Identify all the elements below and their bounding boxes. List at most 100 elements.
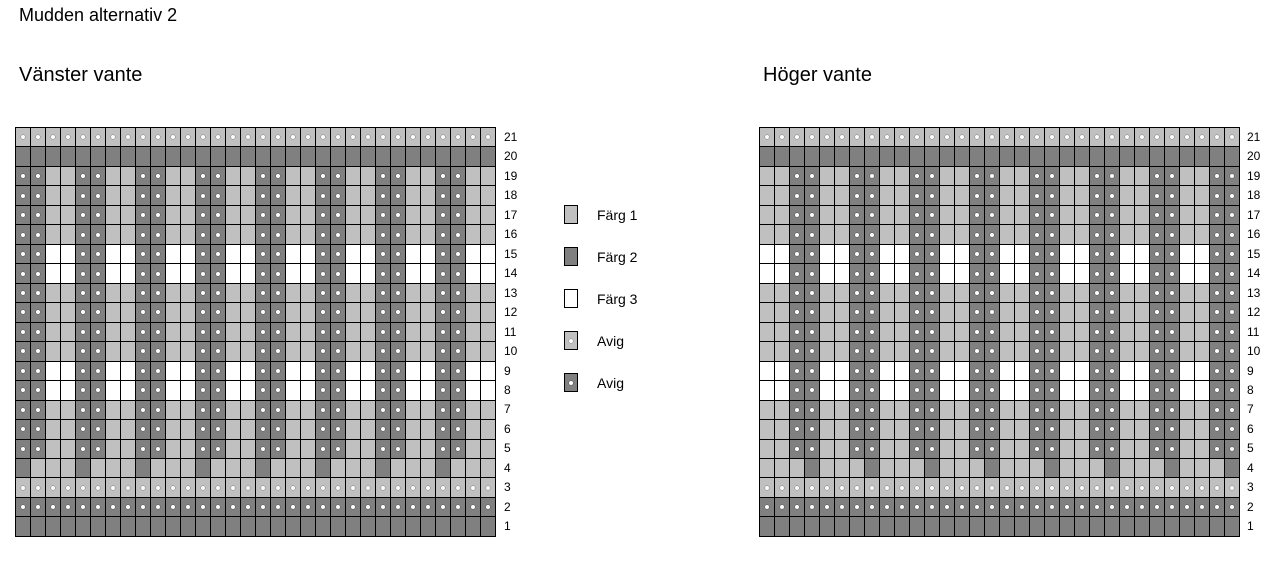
stitch-cell bbox=[451, 517, 466, 537]
purl-stitch-cell bbox=[301, 128, 316, 148]
purl-dot-icon bbox=[321, 174, 325, 179]
stitch-cell bbox=[181, 264, 196, 284]
stitch-cell bbox=[1135, 186, 1150, 206]
row-number: 19 bbox=[1247, 168, 1261, 183]
stitch-cell bbox=[1060, 420, 1075, 440]
purl-dot-icon bbox=[1095, 135, 1099, 140]
purl-stitch-cell bbox=[16, 478, 31, 498]
stitch-cell bbox=[46, 381, 61, 401]
stitch-cell bbox=[166, 225, 181, 245]
stitch-cell bbox=[1180, 244, 1195, 265]
stitch-cell bbox=[241, 244, 256, 265]
stitch-cell bbox=[1060, 303, 1075, 323]
stitch-cell bbox=[775, 400, 790, 421]
purl-dot-icon bbox=[321, 310, 325, 315]
purl-dot-icon bbox=[1095, 271, 1099, 276]
stitch-cell bbox=[850, 458, 865, 479]
purl-dot-icon bbox=[915, 174, 919, 179]
purl-dot-icon bbox=[156, 193, 160, 198]
purl-stitch-cell bbox=[1150, 166, 1165, 187]
purl-dot-icon bbox=[306, 135, 310, 140]
stitch-cell bbox=[1060, 322, 1075, 343]
purl-dot-icon bbox=[36, 368, 40, 373]
purl-stitch-cell bbox=[151, 439, 166, 459]
purl-stitch-cell bbox=[985, 244, 1000, 265]
stitch-cell bbox=[895, 283, 910, 304]
purl-stitch-cell bbox=[1090, 420, 1105, 440]
purl-stitch-cell bbox=[1030, 400, 1045, 421]
purl-dot-icon bbox=[291, 485, 295, 490]
stitch-cell bbox=[1015, 322, 1030, 343]
stitch-cell bbox=[106, 205, 121, 226]
stitch-cell bbox=[166, 517, 181, 537]
purl-stitch-cell bbox=[850, 497, 865, 518]
stitch-cell bbox=[760, 361, 775, 382]
stitch-cell bbox=[226, 400, 241, 421]
purl-dot-icon bbox=[975, 427, 979, 432]
stitch-cell bbox=[1060, 458, 1075, 479]
stitch-cell bbox=[106, 342, 121, 362]
purl-stitch-cell bbox=[805, 361, 820, 382]
stitch-cell bbox=[1060, 283, 1075, 304]
stitch-cell bbox=[1120, 147, 1135, 167]
purl-stitch-cell bbox=[1090, 497, 1105, 518]
stitch-cell bbox=[940, 303, 955, 323]
stitch-cell bbox=[481, 420, 496, 440]
purl-stitch-cell bbox=[436, 439, 451, 459]
row-number: 13 bbox=[1247, 285, 1261, 300]
purl-dot-icon bbox=[201, 213, 205, 218]
purl-dot-icon bbox=[1215, 427, 1219, 432]
purl-stitch-cell bbox=[211, 497, 226, 518]
stitch-cell bbox=[181, 205, 196, 226]
stitch-cell bbox=[820, 166, 835, 187]
purl-dot-icon bbox=[441, 485, 445, 490]
stitch-cell bbox=[256, 147, 271, 167]
stitch-cell bbox=[1000, 458, 1015, 479]
purl-stitch-cell bbox=[271, 186, 286, 206]
purl-stitch-cell bbox=[436, 205, 451, 226]
purl-stitch-cell bbox=[331, 264, 346, 284]
stitch-cell bbox=[820, 439, 835, 459]
purl-dot-icon bbox=[990, 135, 994, 140]
stitch-cell bbox=[940, 420, 955, 440]
purl-stitch-cell bbox=[970, 381, 985, 401]
purl-dot-icon bbox=[441, 446, 445, 451]
purl-dot-icon bbox=[1110, 505, 1114, 510]
purl-stitch-cell bbox=[421, 497, 436, 518]
row-number: 21 bbox=[1247, 129, 1261, 144]
stitch-cell bbox=[316, 458, 331, 479]
purl-stitch-cell bbox=[1165, 420, 1180, 440]
purl-dot-icon bbox=[915, 388, 919, 393]
purl-stitch-cell bbox=[256, 361, 271, 382]
row-number: 16 bbox=[504, 227, 518, 242]
purl-stitch-cell bbox=[850, 400, 865, 421]
purl-stitch-cell bbox=[466, 497, 481, 518]
purl-stitch-cell bbox=[1150, 283, 1165, 304]
purl-stitch-cell bbox=[850, 322, 865, 343]
stitch-cell bbox=[1045, 458, 1060, 479]
purl-dot-icon bbox=[381, 349, 385, 354]
purl-dot-icon bbox=[930, 368, 934, 373]
purl-stitch-cell bbox=[760, 128, 775, 148]
stitch-cell bbox=[121, 342, 136, 362]
purl-dot-icon bbox=[810, 388, 814, 393]
purl-stitch-cell bbox=[1030, 439, 1045, 459]
purl-dot-icon bbox=[36, 213, 40, 218]
stitch-cell bbox=[136, 458, 151, 479]
stitch-cell bbox=[301, 264, 316, 284]
purl-dot-icon bbox=[156, 427, 160, 432]
stitch-cell bbox=[940, 264, 955, 284]
purl-dot-icon bbox=[36, 193, 40, 198]
stitch-cell bbox=[181, 400, 196, 421]
stitch-cell bbox=[46, 439, 61, 459]
purl-stitch-cell bbox=[1210, 400, 1225, 421]
purl-stitch-cell bbox=[316, 342, 331, 362]
stitch-cell bbox=[166, 264, 181, 284]
stitch-cell bbox=[241, 322, 256, 343]
purl-stitch-cell bbox=[91, 283, 106, 304]
stitch-cell bbox=[760, 166, 775, 187]
purl-stitch-cell bbox=[211, 205, 226, 226]
stitch-cell bbox=[805, 458, 820, 479]
purl-stitch-cell bbox=[1225, 381, 1240, 401]
stitch-cell bbox=[1000, 361, 1015, 382]
